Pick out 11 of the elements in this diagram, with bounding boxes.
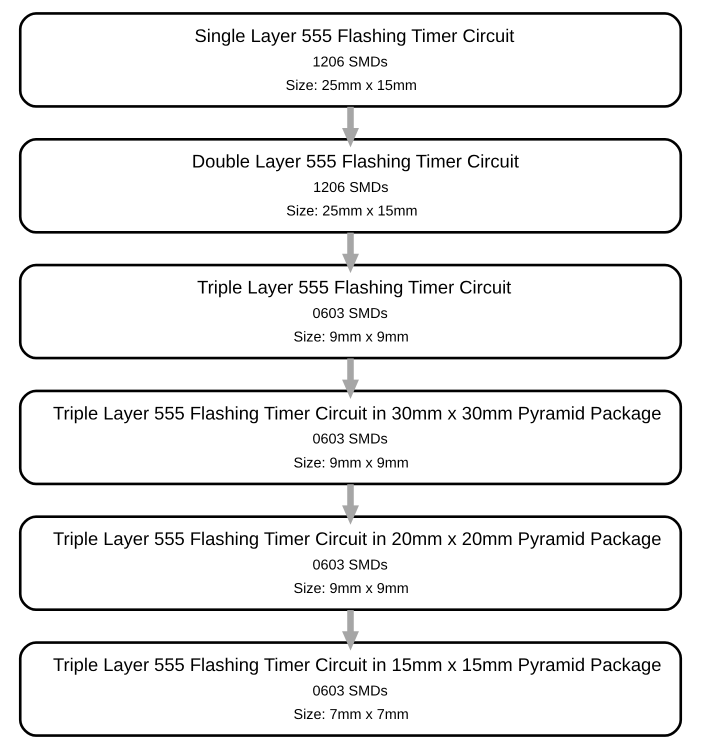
arrow xyxy=(342,106,359,148)
node-box: Triple Layer 555 Flashing Timer Circuit 0603 SMDs Size: 9mm x 9mm xyxy=(18,264,682,360)
node-box: Triple Layer 555 Flashing Timer Circuit in 20mm x 20mm Pyramid Package 0603 SMDs Size: 9mm x 9mm xyxy=(18,515,682,612)
node-box: Triple Layer 555 Flashing Timer Circuit in 15mm x 15mm Pyramid Package 0603 SMDs Size: 7mm x 7mm xyxy=(18,641,682,737)
node-box: Double Layer 555 Flashing Timer Circuit 1206 SMDs Size: 25mm x 15mm xyxy=(18,138,682,234)
arrow xyxy=(342,484,359,525)
arrow xyxy=(342,358,359,399)
arrow xyxy=(342,610,359,651)
node-box: Single Layer 555 Flashing Timer Circuit 1206 SMDs Size: 25mm x 15mm xyxy=(18,12,682,108)
arrow xyxy=(342,232,359,274)
node-box: Triple Layer 555 Flashing Timer Circuit in 30mm x 30mm Pyramid Package 0603 SMDs Size: 9mm x 9mm xyxy=(18,390,682,486)
